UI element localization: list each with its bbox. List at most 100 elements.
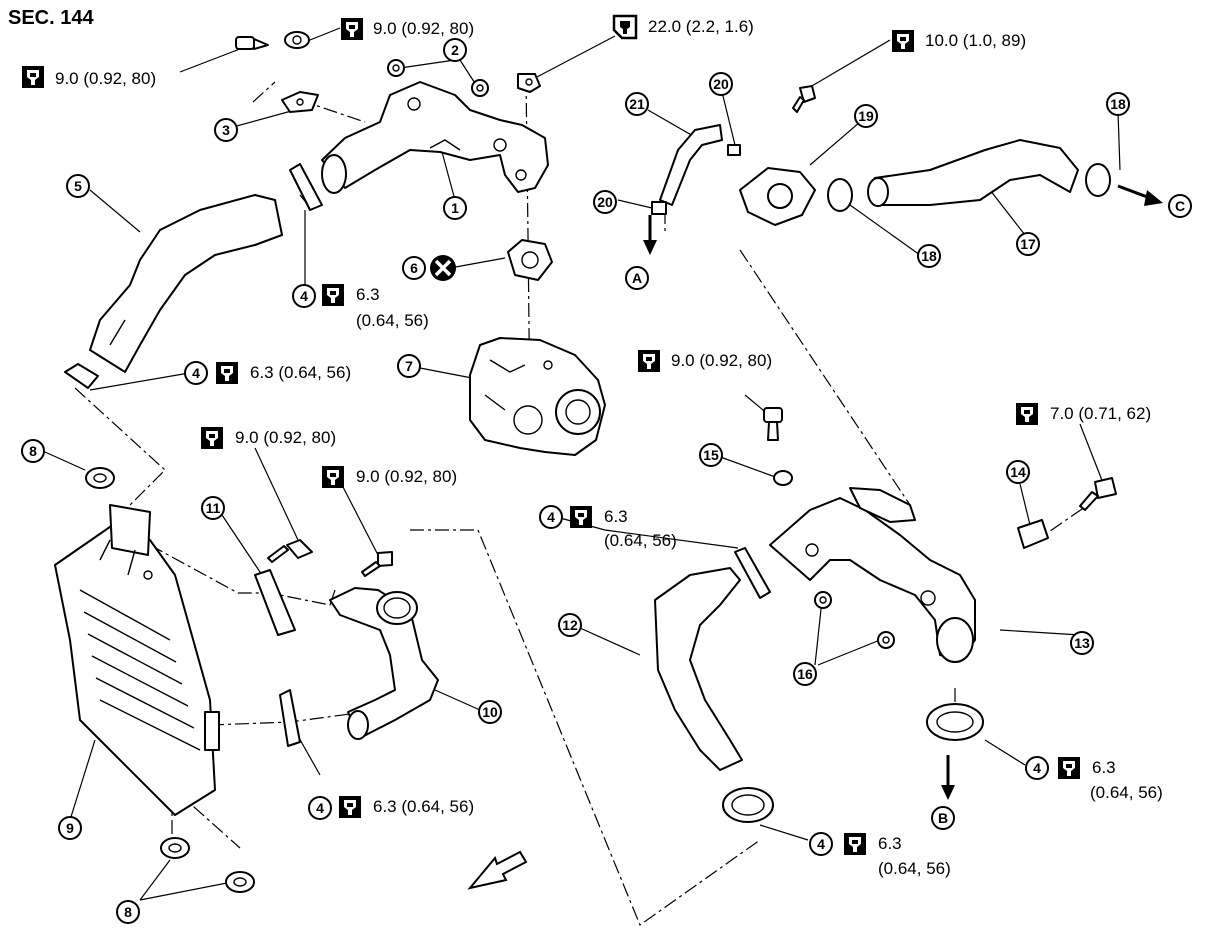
torque-spec-d: 10.0 (1.0, 89) bbox=[892, 30, 1026, 52]
torque-wrench-icon bbox=[844, 833, 866, 855]
callout-label: 18 bbox=[921, 248, 937, 264]
reference-mark-b: B bbox=[931, 806, 955, 830]
reference-mark-a: A bbox=[625, 266, 649, 290]
callout-label: 8 bbox=[124, 904, 132, 920]
torque-spec-i: 9.0 (0.92, 80) bbox=[201, 427, 336, 449]
callout-label: 9 bbox=[66, 820, 74, 836]
torque-value: 10.0 (1.0, 89) bbox=[925, 31, 1026, 50]
torque-spec-m: 6.3 (0.64, 56) bbox=[1058, 757, 1163, 802]
callout-18a: 18 bbox=[1106, 92, 1130, 116]
callout-label: 12 bbox=[562, 617, 578, 633]
reference-arrows bbox=[643, 184, 1163, 800]
torque-wrench-icon bbox=[216, 362, 238, 384]
torque-wrench-icon bbox=[201, 427, 223, 449]
part-hose-21 bbox=[659, 124, 723, 206]
torque-spec-l: 6.3 (0.64, 56) bbox=[339, 796, 474, 818]
part-air-inlet-tube-1 bbox=[321, 81, 549, 194]
callout-label: 4 bbox=[316, 800, 324, 816]
part-bracket-11 bbox=[254, 539, 313, 636]
callout-5: 5 bbox=[66, 174, 90, 198]
torque-wrench-icon bbox=[339, 796, 361, 818]
callout-1: 1 bbox=[443, 196, 467, 220]
torque-spec-j: 9.0 (0.92, 80) bbox=[322, 466, 457, 488]
torque-wrench-icon bbox=[1058, 757, 1080, 779]
callout-label: 10 bbox=[482, 704, 498, 720]
callout-10: 10 bbox=[478, 700, 502, 724]
callout-label: 4 bbox=[547, 509, 555, 525]
part-sensor-14 bbox=[1017, 477, 1117, 549]
callout-14: 14 bbox=[1006, 460, 1030, 484]
callout-12: 12 bbox=[558, 613, 582, 637]
callout-8b: 8 bbox=[116, 900, 140, 924]
part-bolt-top-left bbox=[235, 31, 310, 50]
torque-wrench-icon bbox=[638, 350, 660, 372]
reference-letter: C bbox=[1175, 198, 1185, 214]
torque-spec-f: 6.3 (0.64, 56) bbox=[216, 362, 351, 384]
callout-20b: 20 bbox=[593, 190, 617, 214]
part-clamp-18 bbox=[827, 163, 1111, 212]
callout-17: 17 bbox=[1016, 232, 1040, 256]
part-clamp-4-upper bbox=[289, 163, 323, 211]
part-clamp-4-outlet bbox=[926, 703, 984, 741]
torque-wrench-icon bbox=[892, 30, 914, 52]
callout-21: 21 bbox=[625, 92, 649, 116]
part-hose-17 bbox=[867, 139, 1079, 207]
part-grommet-8 bbox=[85, 467, 255, 893]
torque-value: 9.0 (0.92, 80) bbox=[356, 467, 457, 486]
torque-spec-a: 9.0 (0.92, 80) bbox=[341, 18, 474, 40]
callout-label: 4 bbox=[192, 365, 200, 381]
part-outlet-tube-13 bbox=[769, 487, 976, 663]
torque-value: 9.0 (0.92, 80) bbox=[235, 428, 336, 447]
callout-15: 15 bbox=[699, 443, 723, 467]
torque-wrench-angled-icon bbox=[612, 14, 638, 40]
torque-value: 6.3 bbox=[604, 507, 628, 526]
torque-value: 6.3 bbox=[1092, 758, 1116, 777]
reference-letter: B bbox=[938, 810, 948, 826]
torque-spec-b: 9.0 (0.92, 80) bbox=[22, 66, 156, 88]
callout-label: 4 bbox=[300, 288, 308, 304]
torque-value: 6.3 bbox=[356, 285, 380, 304]
callout-2: 2 bbox=[443, 38, 467, 62]
torque-wrench-icon bbox=[570, 506, 592, 528]
callout-label: 15 bbox=[703, 447, 719, 463]
callout-label: 4 bbox=[1033, 760, 1041, 776]
callout-4f: 4 bbox=[1025, 756, 1049, 780]
callout-label: 17 bbox=[1020, 236, 1036, 252]
part-bolt-near-10 bbox=[361, 551, 393, 577]
callout-4a: 4 bbox=[292, 284, 316, 308]
part-nut-inlet bbox=[517, 73, 541, 93]
part-clamp-4-hose bbox=[722, 547, 774, 823]
part-gasket-6 bbox=[507, 239, 553, 281]
torque-value-secondary: (0.64, 56) bbox=[1090, 783, 1163, 802]
callout-3: 3 bbox=[214, 118, 238, 142]
torque-value: 6.3 bbox=[878, 834, 902, 853]
front-direction-arrow-icon bbox=[467, 850, 528, 890]
do-not-reuse-icon bbox=[430, 255, 456, 281]
torque-value: 6.3 (0.64, 56) bbox=[373, 797, 474, 816]
callout-18b: 18 bbox=[917, 244, 941, 268]
torque-value: 9.0 (0.92, 80) bbox=[671, 351, 772, 370]
torque-wrench-icon bbox=[22, 66, 44, 88]
callout-9: 9 bbox=[58, 816, 82, 840]
callout-20a: 20 bbox=[709, 72, 733, 96]
callout-label: 6 bbox=[410, 260, 418, 276]
torque-spec-e: 6.3 (0.64, 56) bbox=[322, 284, 429, 330]
callout-4d: 4 bbox=[308, 796, 332, 820]
callout-label: 20 bbox=[597, 194, 613, 210]
callout-label: 1 bbox=[451, 200, 459, 216]
callout-label: 20 bbox=[713, 76, 729, 92]
torque-wrench-icon bbox=[341, 18, 363, 40]
callout-label: 18 bbox=[1110, 96, 1126, 112]
torque-wrench-icon bbox=[322, 466, 344, 488]
callout-label: 8 bbox=[29, 443, 37, 459]
torque-wrench-icon bbox=[1016, 403, 1038, 425]
torque-value: 9.0 (0.92, 80) bbox=[55, 69, 156, 88]
part-air-tube-10 bbox=[329, 587, 439, 740]
callout-4c: 4 bbox=[539, 505, 563, 529]
callout-7: 7 bbox=[397, 354, 421, 378]
callout-8a: 8 bbox=[21, 439, 45, 463]
leader-lines bbox=[44, 27, 1121, 901]
callout-6: 6 bbox=[402, 256, 426, 280]
part-turbocharger-7 bbox=[469, 337, 606, 456]
callout-16: 16 bbox=[793, 662, 817, 686]
